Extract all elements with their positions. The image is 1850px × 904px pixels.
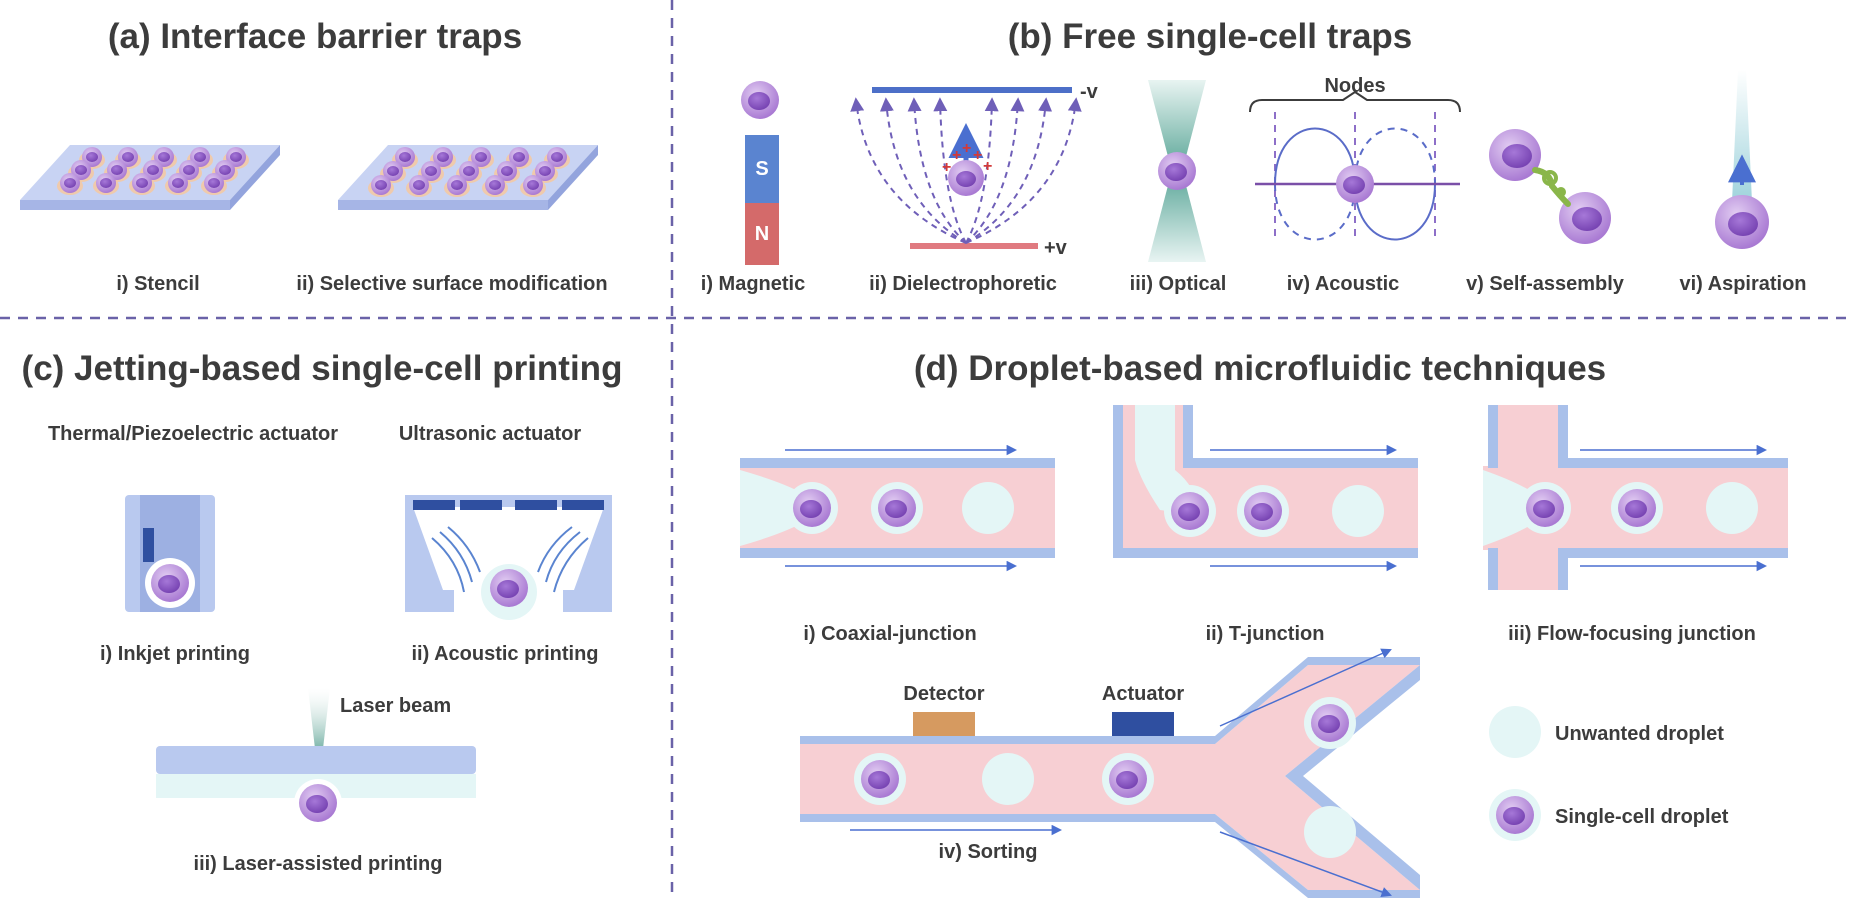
acoustic-trap: Nodes bbox=[1249, 75, 1461, 241]
label-thermal-actuator: Thermal/Piezoelectric actuator bbox=[48, 423, 338, 445]
self-assembly-trap bbox=[1489, 129, 1611, 244]
panel-c-title: (c) Jetting-based single-cell printing bbox=[22, 349, 623, 388]
svg-text:+: + bbox=[962, 140, 971, 157]
detector-block bbox=[913, 712, 975, 736]
legend: Unwanted droplet Single-cell droplet bbox=[1489, 706, 1729, 841]
field-line bbox=[965, 97, 1025, 244]
legend-unwanted-swatch bbox=[1489, 706, 1541, 758]
label-magnetic: i) Magnetic bbox=[701, 273, 805, 295]
label-aspiration: vi) Aspiration bbox=[1679, 273, 1806, 295]
stencil-plate bbox=[20, 145, 280, 210]
actuator-block bbox=[1112, 712, 1174, 736]
laser-beam-label: Laser beam bbox=[340, 695, 451, 717]
label-coaxial: i) Coaxial-junction bbox=[803, 623, 976, 645]
label-t-junction: ii) T-junction bbox=[1206, 623, 1325, 645]
label-ultrasonic-actuator: Ultrasonic actuator bbox=[399, 423, 581, 445]
electrode-negative-label: -v bbox=[1080, 81, 1099, 103]
label-acoustic: iv) Acoustic bbox=[1287, 273, 1400, 295]
actuator-label: Actuator bbox=[1102, 683, 1184, 705]
selective-surface-plate bbox=[338, 145, 598, 210]
field-line bbox=[879, 97, 967, 244]
svg-text:+: + bbox=[973, 147, 982, 164]
svg-text:N: N bbox=[755, 223, 769, 245]
label-self-assembly: v) Self-assembly bbox=[1466, 273, 1625, 295]
coaxial-junction bbox=[740, 444, 1055, 572]
field-line bbox=[965, 97, 999, 244]
laser-assisted-printer: Laser beam bbox=[156, 688, 476, 827]
label-optical: iii) Optical bbox=[1130, 273, 1227, 295]
optical-trap bbox=[1148, 80, 1206, 262]
magnet-south bbox=[745, 135, 779, 203]
svg-text:S: S bbox=[755, 158, 768, 180]
label-stencil: i) Stencil bbox=[116, 273, 199, 295]
panel-b-title: (b) Free single-cell traps bbox=[1008, 17, 1413, 56]
dielectrophoretic-trap: + + + + + -v +v bbox=[850, 81, 1099, 259]
label-inkjet: i) Inkjet printing bbox=[100, 643, 250, 665]
legend-unwanted-label: Unwanted droplet bbox=[1555, 723, 1724, 745]
legend-single-cell-label: Single-cell droplet bbox=[1555, 806, 1729, 828]
sorting-channel: Detector Actuator bbox=[800, 648, 1420, 898]
flow-focusing-junction bbox=[1483, 405, 1788, 590]
magnet-north bbox=[745, 203, 779, 265]
label-selective-surface: ii) Selective surface modification bbox=[296, 273, 607, 295]
field-line bbox=[933, 97, 967, 244]
panel-b: (b) Free single-cell traps S N + + + + + bbox=[701, 17, 1807, 295]
label-dielectrophoretic: ii) Dielectrophoretic bbox=[869, 273, 1057, 295]
panel-d-title: (d) Droplet-based microfluidic technique… bbox=[914, 349, 1606, 388]
label-laser-assisted: iii) Laser-assisted printing bbox=[194, 853, 443, 875]
panel-a: (a) Interface barrier traps i) Stencil i… bbox=[20, 17, 608, 295]
svg-text:+: + bbox=[952, 147, 961, 164]
acoustic-printing-head bbox=[405, 495, 612, 620]
field-line bbox=[965, 97, 1053, 244]
panel-d: (d) Droplet-based microfluidic technique… bbox=[740, 349, 1788, 898]
field-line bbox=[965, 97, 1082, 244]
svg-text:+: + bbox=[942, 159, 951, 176]
panel-a-title: (a) Interface barrier traps bbox=[108, 17, 522, 56]
nodes-label: Nodes bbox=[1324, 75, 1385, 97]
svg-text:+: + bbox=[983, 158, 992, 175]
field-line bbox=[907, 97, 967, 244]
magnetic-trap: S N bbox=[741, 81, 779, 265]
field-line bbox=[850, 97, 967, 244]
label-acoustic-printing: ii) Acoustic printing bbox=[411, 643, 598, 665]
label-flow-focusing: iii) Flow-focusing junction bbox=[1508, 623, 1756, 645]
panel-c: (c) Jetting-based single-cell printing T… bbox=[22, 349, 623, 875]
t-junction bbox=[1113, 405, 1418, 572]
detector-label: Detector bbox=[903, 683, 984, 705]
aspiration-trap bbox=[1715, 70, 1769, 249]
label-sorting: iv) Sorting bbox=[939, 841, 1038, 863]
inkjet-nozzle bbox=[125, 495, 215, 612]
electrode-positive-label: +v bbox=[1044, 237, 1068, 259]
